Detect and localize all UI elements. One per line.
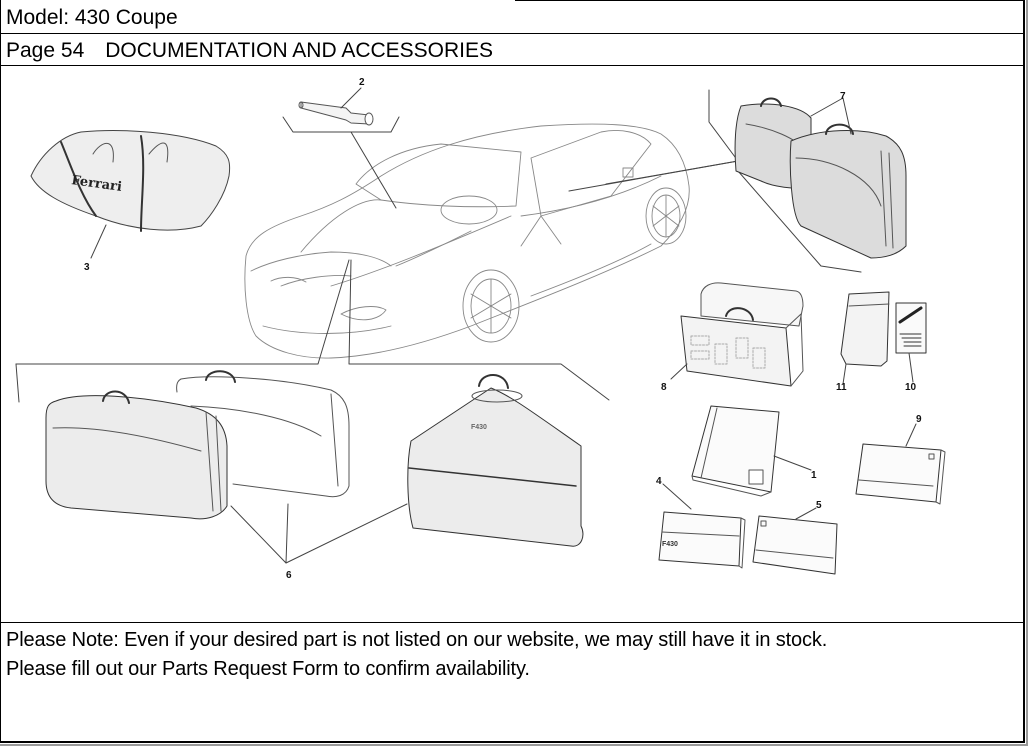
car-illustration [244, 123, 690, 359]
rear-suitcases-illustration [734, 97, 907, 259]
page-label: Page [6, 39, 56, 62]
bag-logo-text: Ferrari [70, 173, 122, 195]
callout-4: 4 [656, 476, 662, 487]
note-line-2: Please fill out our Parts Request Form t… [6, 658, 530, 680]
callout-5: 5 [816, 500, 822, 511]
model-value: 430 Coupe [74, 6, 178, 29]
warranty-booklet-illustration [855, 423, 946, 505]
page-row: Page 54 DOCUMENTATION AND ACCESSORIES [0, 34, 1023, 66]
car-cover-bag-illustration: Ferrari [30, 130, 231, 259]
top-border [515, 0, 1025, 1]
callout-10: 10 [905, 382, 917, 393]
section-title: DOCUMENTATION AND ACCESSORIES [105, 39, 494, 62]
callout-7: 7 [840, 91, 846, 102]
callout-11: 11 [836, 382, 847, 393]
callout-2: 2 [359, 77, 365, 88]
callout-labels: 1 2 3 4 5 6 7 8 9 10 11 [84, 77, 922, 581]
availability-note: Please Note: Even if your desired part i… [6, 626, 1018, 684]
luggage-set-illustration: F430 [45, 370, 584, 564]
parts-diagram: Ferrari [1, 66, 1023, 623]
service-booklet-illustration [752, 507, 838, 575]
pouch-illustration [840, 291, 890, 385]
booklet-badge: F430 [662, 541, 678, 548]
callout-6: 6 [286, 570, 292, 581]
parts-diagram-svg: Ferrari [15, 77, 946, 581]
owner-booklet-illustration: F430 [658, 483, 746, 569]
leaflet-illustration [895, 302, 927, 383]
garment-bag-badge: F430 [471, 424, 487, 431]
callout-3: 3 [84, 262, 90, 273]
page-edge-right [1026, 0, 1028, 746]
flashlight-illustration [298, 87, 374, 126]
model-label: Model: [6, 6, 70, 29]
page-edge-bottom [0, 744, 1028, 746]
note-line-1: Please Note: Even if your desired part i… [6, 629, 828, 651]
callout-8: 8 [661, 382, 667, 393]
car-leader-lines [15, 89, 862, 403]
page-number: 54 [60, 39, 85, 62]
callout-1: 1 [811, 470, 817, 481]
manual-folder-illustration [691, 405, 812, 497]
model-row: Model: 430 Coupe [0, 1, 1023, 34]
callout-9: 9 [916, 414, 922, 425]
first-aid-case-illustration [670, 282, 804, 387]
